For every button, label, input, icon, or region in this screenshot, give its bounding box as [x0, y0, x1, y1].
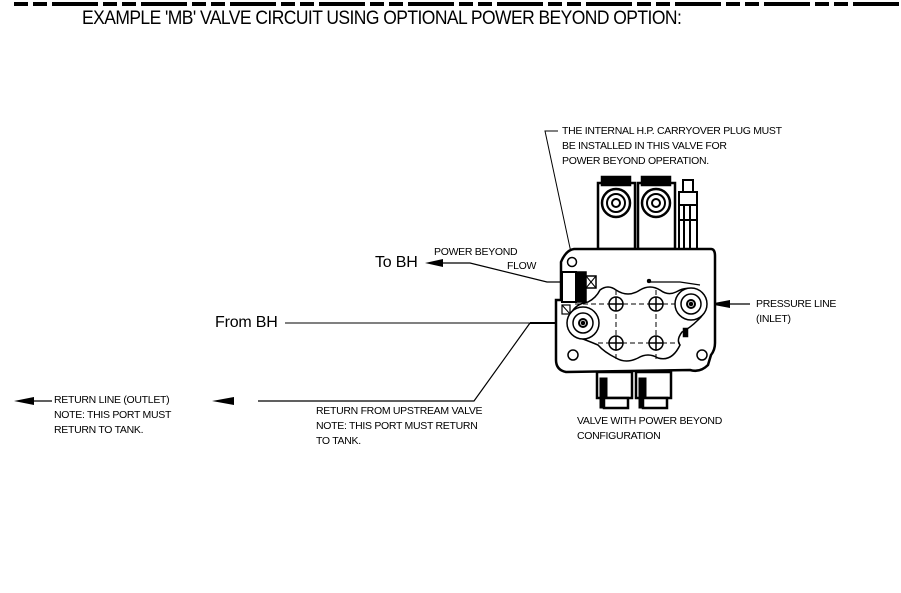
- carryover-plug-note: THE INTERNAL H.P. CARRYOVER PLUG MUST BE…: [562, 125, 782, 167]
- return-arrowhead-left: [14, 397, 34, 405]
- return-arrowhead-mid: [212, 397, 234, 405]
- to-bh-arrow: [443, 262, 566, 283]
- to-bh-arrowhead: [425, 259, 443, 267]
- relief-valve: [678, 179, 698, 250]
- return-upstream-leader: [258, 322, 531, 402]
- diagram-title: EXAMPLE 'MB' VALVE CIRCUIT USING OPTIONA…: [82, 8, 682, 29]
- bottom-spool-1: [595, 370, 634, 410]
- from-bh-label: From BH: [215, 314, 278, 331]
- valve-caption: VALVE WITH POWER BEYOND CONFIGURATION: [577, 415, 722, 442]
- power-beyond-flow-label-2: FLOW: [507, 260, 537, 272]
- to-bh-label: To BH: [375, 254, 418, 271]
- pressure-arrowhead: [709, 300, 730, 308]
- valve-body: [554, 175, 717, 410]
- return-upstream-label: RETURN FROM UPSTREAM VALVE NOTE: THIS PO…: [316, 405, 483, 447]
- return-line-outlet-label: RETURN LINE (OUTLET) NOTE: THIS PORT MUS…: [54, 394, 172, 436]
- carryover-leader: [544, 130, 574, 263]
- pressure-line-label: PRESSURE LINE (INLET): [756, 298, 837, 325]
- outlet-port: [566, 306, 600, 340]
- work-port: [608, 296, 664, 351]
- spool-cap-1: [596, 175, 637, 251]
- spool-cap-2: [636, 175, 677, 251]
- bottom-spool-2: [634, 370, 673, 410]
- inlet-port: [674, 287, 708, 321]
- power-beyond-flow-label-1: POWER BEYOND: [434, 246, 518, 258]
